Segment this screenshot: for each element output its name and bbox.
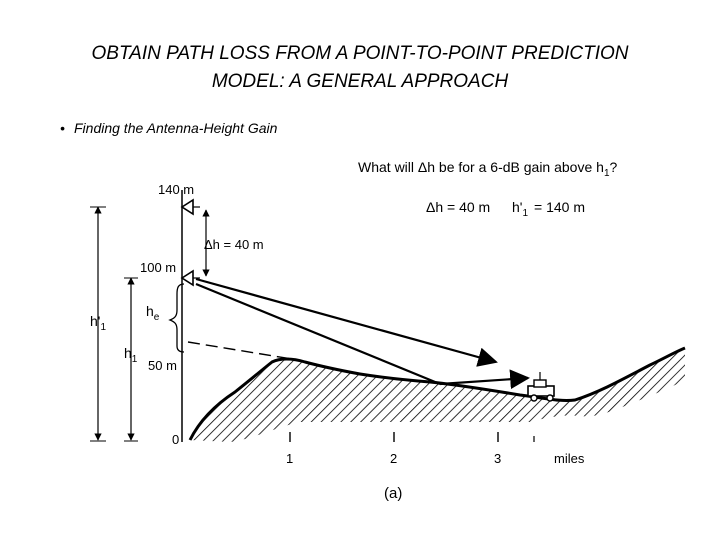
- slide-title: OBTAIN PATH LOSS FROM A POINT-TO-POINT P…: [0, 40, 720, 96]
- terrain-profile: [188, 346, 686, 441]
- height-label-50: 50 m: [148, 358, 177, 373]
- answer-h1-prime: h'1= 140 m: [512, 199, 585, 219]
- delta-h-label: Δh = 40 m: [204, 237, 264, 252]
- distance-axis: 1 2 3 miles: [286, 432, 585, 466]
- distance-label-1: 1: [286, 451, 293, 466]
- answer-delta-h: Δh = 40 m: [426, 199, 490, 215]
- distance-label-2: 2: [390, 451, 397, 466]
- terrain-hatching: [190, 348, 685, 442]
- bullet-dot: •: [60, 120, 65, 136]
- figure-caption: (a): [384, 485, 402, 502]
- height-label-100: 100 m: [140, 260, 176, 275]
- h1-prime-label: h'1: [90, 313, 106, 333]
- slide-title-line-1: OBTAIN PATH LOSS FROM A POINT-TO-POINT P…: [91, 43, 629, 64]
- bullet-text: Finding the Antenna-Height Gain: [74, 120, 278, 136]
- bullet-item: • Finding the Antenna-Height Gain: [60, 120, 277, 136]
- distance-unit-label: miles: [554, 451, 585, 466]
- antenna-marker-100: [180, 269, 194, 287]
- height-label-140: 140 m: [158, 182, 194, 197]
- height-label-0: 0: [172, 432, 179, 447]
- question-text: What will Δh be for a 6-dB gain above h1…: [358, 159, 618, 179]
- radio-path-upper: [195, 277, 498, 367]
- radio-path-lower: [195, 282, 441, 386]
- antenna-marker-140: [180, 198, 194, 216]
- slide-title-line-2: MODEL: A GENERAL APPROACH: [211, 71, 509, 92]
- h1-label: h1: [124, 345, 138, 365]
- radio-path-to-vehicle: [439, 369, 530, 390]
- he-label: he: [146, 303, 160, 323]
- he-brace: [168, 283, 185, 353]
- distance-label-3: 3: [494, 451, 501, 466]
- mobile-vehicle-icon: [527, 372, 555, 402]
- effective-height-dashed-line: [187, 341, 299, 361]
